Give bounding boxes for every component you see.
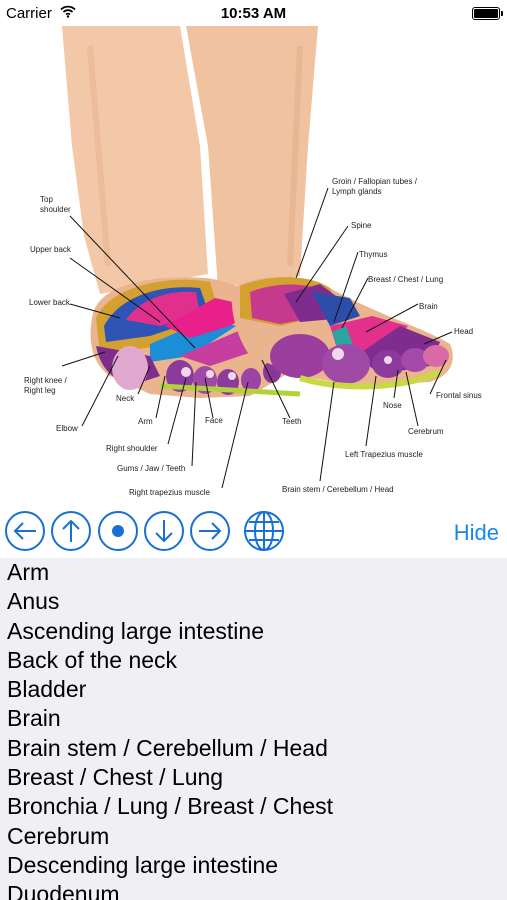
label-arm: Arm bbox=[138, 417, 153, 426]
toolbar: Hide bbox=[0, 504, 507, 558]
globe-icon bbox=[244, 511, 284, 551]
list-item[interactable]: Anus bbox=[7, 588, 60, 615]
hide-button[interactable]: Hide bbox=[453, 520, 499, 545]
label-frontal-sinus: Frontal sinus bbox=[436, 391, 482, 400]
label-right-trapezius: Right trapezius muscle bbox=[129, 488, 210, 497]
label-thymus: Thymus bbox=[359, 250, 387, 259]
arrow-up-button[interactable] bbox=[50, 510, 92, 552]
arrow-left-icon bbox=[5, 511, 45, 551]
label-top-shoulder: Top bbox=[40, 195, 53, 204]
label-elbow: Elbow bbox=[56, 424, 78, 433]
label-lymph: Lymph glands bbox=[332, 187, 382, 196]
label-brain-stem: Brain stem / Cerebellum / Head bbox=[282, 485, 394, 494]
arrow-right-button[interactable] bbox=[189, 510, 231, 552]
wifi-icon bbox=[60, 5, 76, 23]
label-face: Face bbox=[205, 416, 223, 425]
label-neck: Neck bbox=[116, 394, 135, 403]
label-groin: Groin / Fallopian tubes / bbox=[332, 177, 418, 186]
arrow-up-icon bbox=[51, 511, 91, 551]
list-item[interactable]: Bladder bbox=[7, 676, 87, 703]
list-item[interactable]: Breast / Chest / Lung bbox=[7, 764, 224, 791]
clock: 10:53 AM bbox=[220, 5, 287, 22]
arrow-down-button[interactable] bbox=[143, 510, 185, 552]
label-right-leg: Right leg bbox=[24, 386, 56, 395]
label-gums: Gums / Jaw / Teeth bbox=[117, 464, 185, 473]
label-right-knee: Right knee / bbox=[24, 376, 67, 385]
status-bar: Carrier 10:53 AM bbox=[0, 0, 507, 26]
label-upper-back: Upper back bbox=[30, 245, 72, 254]
list-item[interactable]: Descending large intestine bbox=[7, 851, 279, 878]
carrier-label: Carrier bbox=[6, 5, 52, 22]
label-head: Head bbox=[454, 327, 473, 336]
label-breast: Breast / Chest / Lung bbox=[368, 275, 443, 284]
center-button[interactable] bbox=[97, 510, 139, 552]
label-left-trapezius: Left Trapezius muscle bbox=[345, 450, 423, 459]
reflex-zone-list[interactable]: Arm Anus Ascending large intestine Back … bbox=[0, 558, 507, 900]
label-teeth: Teeth bbox=[282, 417, 302, 426]
arrow-left-button[interactable] bbox=[4, 510, 46, 552]
label-cerebrum: Cerebrum bbox=[408, 427, 444, 436]
foot-reflexology-figure[interactable]: Top shoulder Upper back Lower back Right… bbox=[0, 26, 507, 504]
list-item[interactable]: Bronchia / Lung / Breast / Chest bbox=[7, 793, 334, 820]
arrow-down-icon bbox=[144, 511, 184, 551]
label-lower-back: Lower back bbox=[29, 298, 71, 307]
list-item[interactable]: Cerebrum bbox=[7, 822, 110, 849]
center-dot-icon bbox=[98, 511, 138, 551]
label-top-shoulder-2: shoulder bbox=[40, 205, 71, 214]
list-item[interactable]: Duodenum bbox=[7, 881, 120, 900]
list-item[interactable]: Ascending large intestine bbox=[7, 617, 264, 644]
label-right-shoulder: Right shoulder bbox=[106, 444, 158, 453]
label-spine: Spine bbox=[351, 221, 372, 230]
label-brain: Brain bbox=[419, 302, 438, 311]
list-item[interactable]: Brain stem / Cerebellum / Head bbox=[7, 734, 328, 761]
battery-icon bbox=[472, 7, 503, 20]
globe-button[interactable] bbox=[243, 510, 285, 552]
list-item[interactable]: Brain bbox=[7, 705, 61, 732]
label-nose: Nose bbox=[383, 401, 402, 410]
arrow-right-icon bbox=[190, 511, 230, 551]
list-item[interactable]: Arm bbox=[7, 559, 50, 585]
list-item[interactable]: Back of the neck bbox=[7, 646, 178, 673]
